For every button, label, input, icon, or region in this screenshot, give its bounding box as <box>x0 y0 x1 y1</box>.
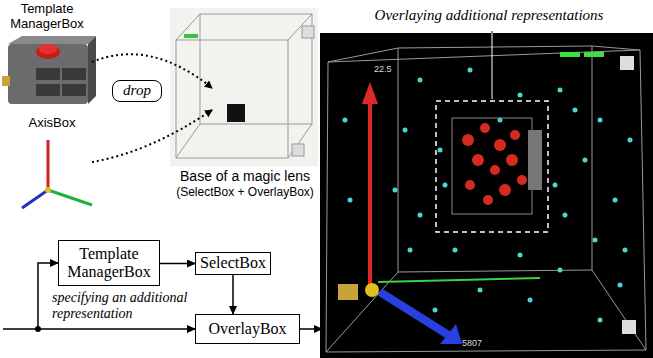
device-picture <box>2 36 96 104</box>
node-text: SelectBox <box>200 254 266 272</box>
flow-arrow <box>160 263 195 265</box>
flow-note: specifying an additional representation <box>52 290 194 322</box>
leader-line <box>492 31 493 33</box>
process-box: OverlayBox <box>195 314 300 344</box>
axis-picture <box>22 140 92 208</box>
visualization-picture <box>320 33 653 358</box>
node-text: OverlayBox <box>208 320 286 338</box>
lens-picture <box>170 8 318 166</box>
process-box: Template ManagerBox <box>58 240 160 286</box>
node-text: Template ManagerBox <box>62 245 156 282</box>
flow-arrow <box>232 275 234 314</box>
device-name: AxisBox <box>22 116 82 131</box>
drop-arrow <box>92 110 212 162</box>
action-tag: drop <box>112 80 162 102</box>
junction-dot <box>35 326 41 332</box>
device-name: Template ManagerBox <box>6 2 88 32</box>
process-box: SelectBox <box>195 252 271 275</box>
callout-label: Overlaying additional representations <box>325 7 653 24</box>
figure-caption: Base of a magic lens <box>160 168 330 184</box>
figure-caption: (SelectBox + OverlayBox) <box>160 186 330 200</box>
node-text: drop <box>123 82 151 99</box>
axis-value: 22.5 <box>374 64 414 74</box>
axis-value: 5807 <box>462 338 502 348</box>
